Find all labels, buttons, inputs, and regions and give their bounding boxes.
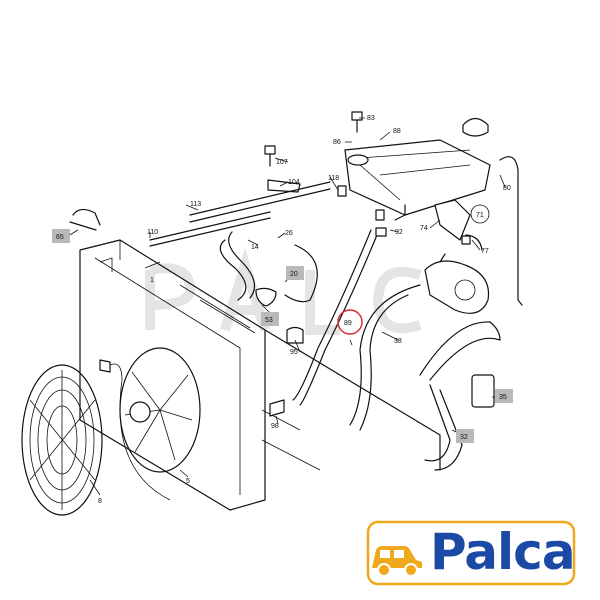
coolant-reservoir: [344, 117, 523, 306]
car-icon: [372, 546, 422, 577]
label-71-circle: [470, 204, 490, 224]
label-88: 88: [393, 128, 401, 135]
label-8: 8: [98, 498, 102, 505]
callout-labels: 83 86 88 107 104 118 80 113 65 110 14 26…: [52, 115, 513, 505]
label-1: 1: [150, 277, 154, 284]
hoses: [69, 179, 501, 471]
label-110: 110: [147, 229, 158, 236]
label-83: 83: [367, 115, 375, 122]
label-118: 118: [328, 175, 339, 182]
label-35: 35: [499, 394, 507, 401]
label-14: 14: [251, 244, 259, 251]
label-5: 5: [186, 478, 190, 485]
label-113: 113: [190, 201, 201, 208]
label-32: 32: [460, 434, 468, 441]
logo-wordmark: Palca: [430, 523, 576, 581]
electric-fan: [99, 347, 201, 501]
watermark: [145, 247, 422, 335]
label-74: 74: [420, 225, 428, 232]
label-77: 77: [481, 248, 489, 255]
label-89: 89: [344, 320, 352, 327]
highlight-circle: [337, 309, 363, 335]
label-32-box: [456, 429, 474, 443]
label-65-box: [52, 229, 70, 243]
palca-logo: Palca: [366, 520, 578, 588]
label-38: 38: [394, 338, 402, 345]
label-20: 20: [290, 271, 298, 278]
label-53: 53: [265, 317, 273, 324]
label-53-box: [261, 312, 279, 326]
label-98: 98: [271, 423, 279, 430]
label-107: 107: [276, 159, 288, 166]
label-95: 95: [290, 349, 298, 356]
label-35-box: [495, 389, 513, 403]
label-104: 104: [288, 179, 300, 186]
label-65: 65: [56, 234, 64, 241]
fan-shroud: [21, 364, 103, 516]
label-80: 80: [503, 185, 511, 192]
label-20-box: [286, 266, 304, 280]
label-92: 92: [395, 229, 403, 236]
label-26: 26: [285, 230, 293, 237]
thermostat-housing: [424, 253, 490, 314]
label-71: 71: [476, 212, 484, 219]
label-86: 86: [333, 139, 341, 146]
